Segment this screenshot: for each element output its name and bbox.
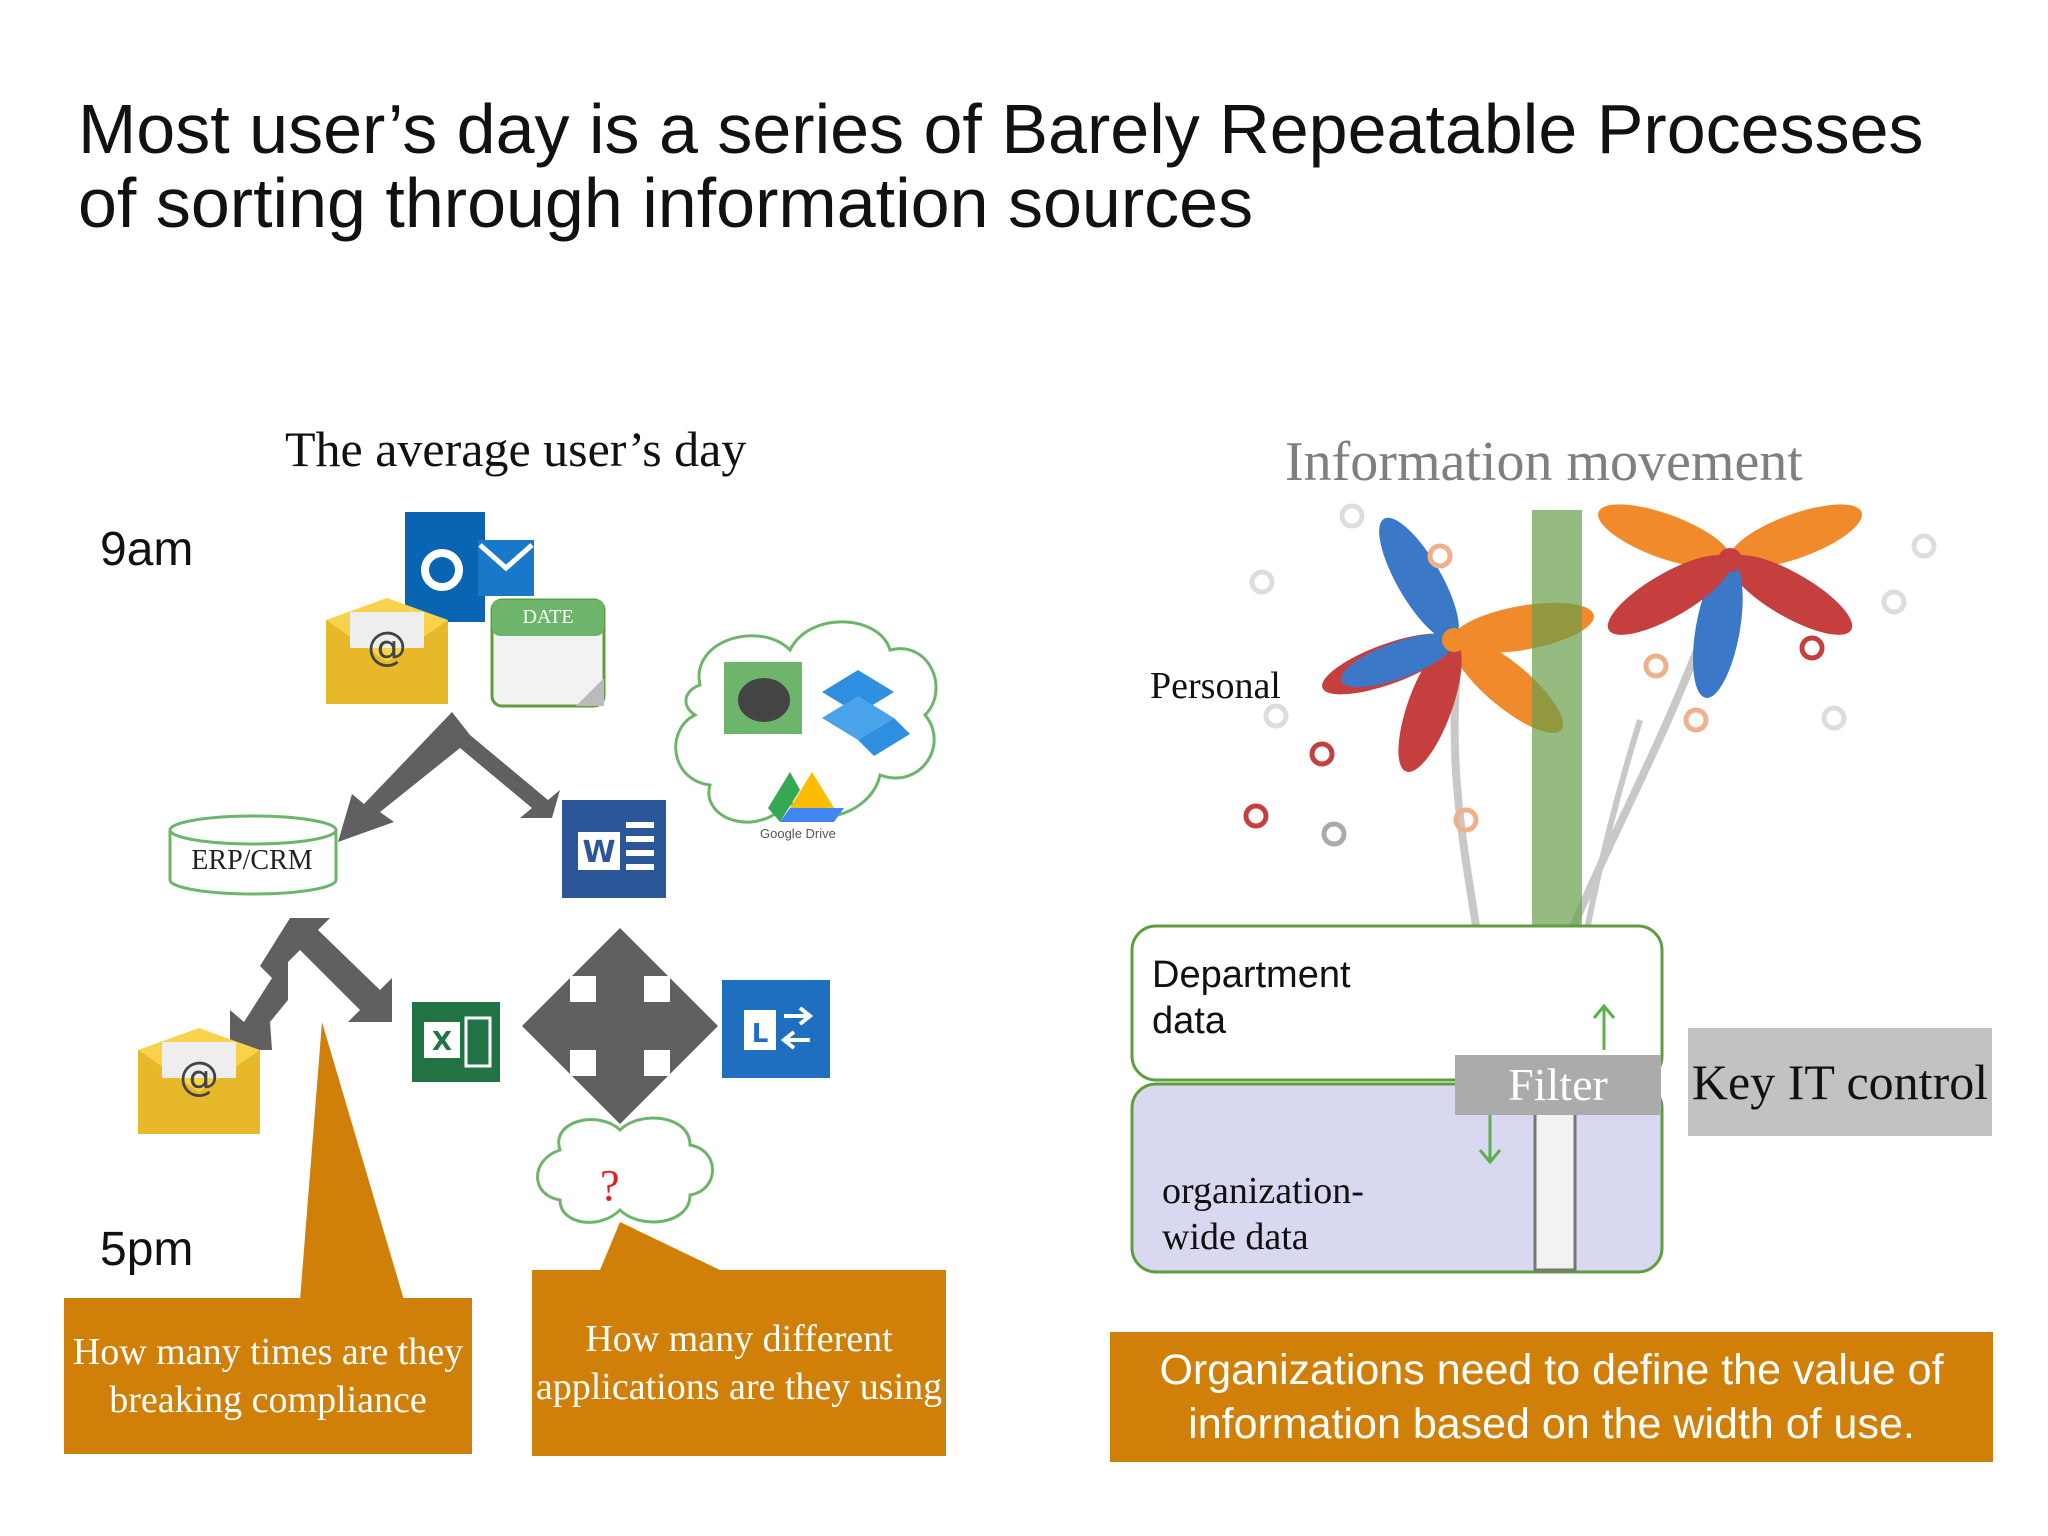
evernote-icon xyxy=(724,662,802,734)
callout-pointer-compliance xyxy=(300,1022,404,1300)
callout-pointer-apps xyxy=(600,1222,720,1270)
time-end-label: 5pm xyxy=(100,1223,194,1276)
organization-data-box xyxy=(1130,1082,1664,1274)
excel-icon: X xyxy=(412,1002,500,1082)
email-envelope-icon: @ xyxy=(326,598,448,704)
value-of-information-banner: Organizations need to define the value o… xyxy=(1110,1332,1993,1462)
question-mark: ? xyxy=(600,1161,620,1210)
callout-applications: How many different applications are they… xyxy=(532,1270,946,1456)
email-envelope-icon-lower: @ xyxy=(138,1028,260,1134)
right-subtitle: Information movement xyxy=(1285,431,1803,493)
department-data-label: Department data xyxy=(1152,954,1351,1042)
dropbox-icon xyxy=(822,670,910,756)
calendar-date-label: DATE xyxy=(522,606,574,628)
key-it-control-label: Key IT control xyxy=(1688,1028,1992,1136)
lync-icon: L xyxy=(722,980,830,1078)
google-drive-label: Google Drive xyxy=(760,826,836,841)
outlook-icon xyxy=(405,512,534,622)
flow-arrow-diagonal xyxy=(230,918,392,1050)
callout-compliance: How many times are they breaking complia… xyxy=(64,1298,472,1454)
question-cloud-icon xyxy=(536,1116,714,1224)
svg-text:@: @ xyxy=(367,624,407,670)
filter-pipe xyxy=(1533,1108,1577,1272)
svg-text:X: X xyxy=(432,1027,452,1057)
personal-label: Personal xyxy=(1150,665,1281,707)
slide-title: Most user’s day is a series of Barely Re… xyxy=(78,90,1924,242)
svg-text:W: W xyxy=(582,835,615,870)
department-data-box xyxy=(1130,924,1664,1082)
filter-flow-arrows xyxy=(1478,1003,1616,1165)
erp-database-icon xyxy=(168,814,338,896)
google-drive-icon xyxy=(768,772,844,822)
calendar-icon xyxy=(490,598,606,708)
time-start-label: 9am xyxy=(100,523,194,576)
filter-label: Filter xyxy=(1455,1055,1661,1115)
flow-arrow-top xyxy=(338,712,560,842)
four-way-arrow-icon xyxy=(522,928,718,1124)
organization-data-label: organization-wide data xyxy=(1162,1170,1364,1258)
left-subtitle: The average user’s day xyxy=(285,421,747,477)
word-icon: W xyxy=(562,800,666,898)
erp-crm-label: ERP/CRM xyxy=(191,845,313,876)
svg-text:L: L xyxy=(752,1019,769,1049)
svg-text:@: @ xyxy=(179,1054,219,1100)
